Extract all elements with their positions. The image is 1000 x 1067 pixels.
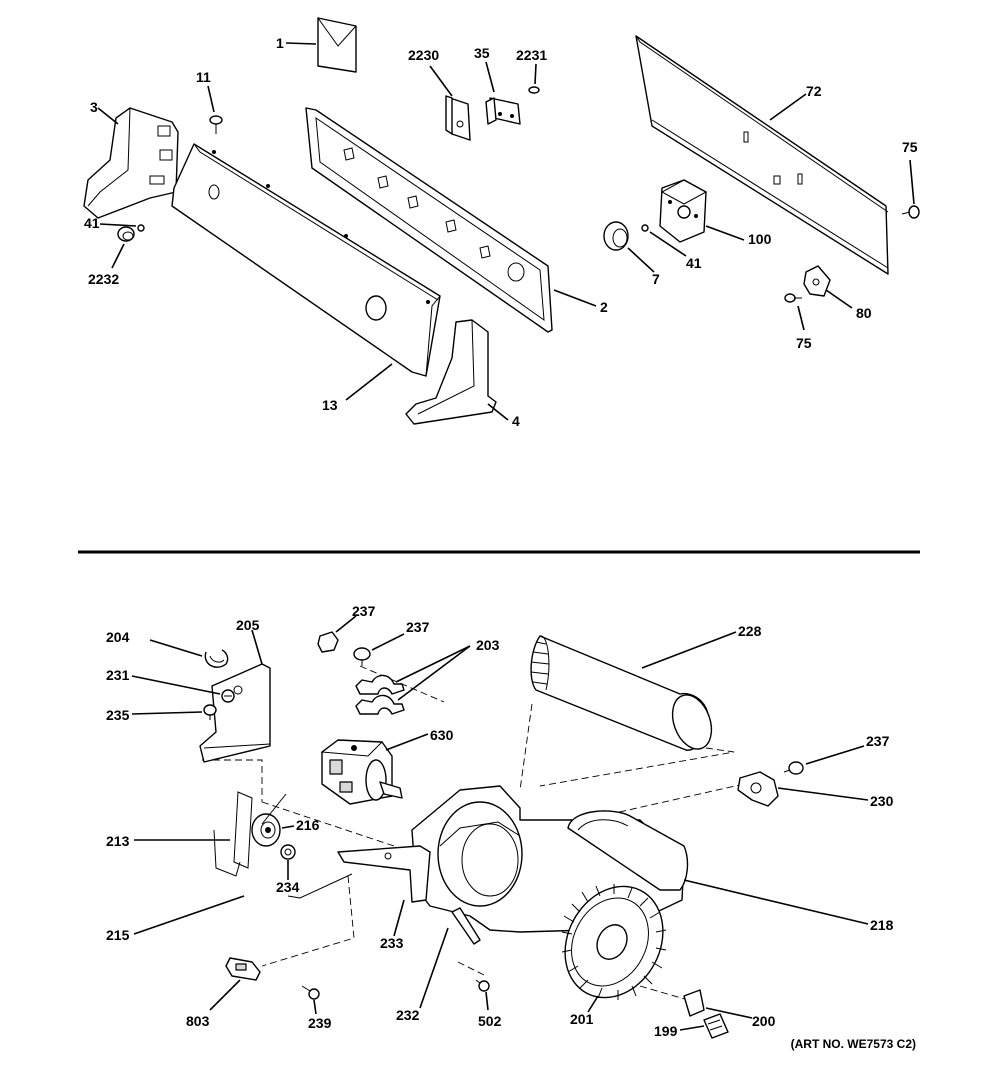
callout-75-lower: 75 xyxy=(796,335,812,351)
part-237-screw-b xyxy=(353,633,405,666)
callout-218: 218 xyxy=(870,917,894,933)
callout-239: 239 xyxy=(308,1015,332,1031)
part-203-leaders xyxy=(395,645,471,701)
part-233-mounting-plate xyxy=(337,845,431,937)
part-100-timer xyxy=(659,179,745,243)
part-803-switch xyxy=(209,957,261,1011)
callout-204: 204 xyxy=(106,629,130,645)
part-75-screw-lower xyxy=(784,293,805,331)
part-232-bolt xyxy=(419,907,481,1009)
callout-72: 72 xyxy=(806,83,822,99)
callout-203: 203 xyxy=(476,637,500,653)
callout-2231: 2231 xyxy=(516,47,547,63)
callout-630: 630 xyxy=(430,727,454,743)
part-204-clip xyxy=(149,639,229,668)
callout-228: 228 xyxy=(738,623,762,639)
callout-233: 233 xyxy=(380,935,404,951)
part-216-idler-pulley xyxy=(251,813,295,847)
part-41-nut-right xyxy=(641,224,687,257)
callout-11: 11 xyxy=(196,69,211,85)
part-230-thermostat xyxy=(737,771,869,807)
part-231-screw xyxy=(131,675,235,703)
callout-216: 216 xyxy=(296,817,320,833)
callout-7: 7 xyxy=(652,271,660,287)
callout-13: 13 xyxy=(322,397,338,413)
part-2231-screw xyxy=(528,63,540,94)
part-239-screw xyxy=(301,985,320,1015)
part-199-bolt xyxy=(679,1013,729,1039)
callout-1: 1 xyxy=(276,35,284,51)
part-215-rod xyxy=(133,873,353,935)
part-80-bracket xyxy=(803,265,853,309)
callout-237-a: 237 xyxy=(352,603,376,619)
part-3-end-cap-left xyxy=(83,107,179,219)
callout-41-right: 41 xyxy=(686,255,702,271)
callout-200: 200 xyxy=(752,1013,776,1029)
callout-35: 35 xyxy=(474,45,490,61)
callout-2230: 2230 xyxy=(408,47,439,63)
part-11-screw xyxy=(207,85,223,134)
callout-80: 80 xyxy=(856,305,872,321)
part-205-bracket xyxy=(199,629,271,763)
part-203-strap-upper xyxy=(355,674,405,695)
part-200-clamp xyxy=(683,989,753,1019)
part-203-strap-lower xyxy=(355,694,405,715)
callout-215: 215 xyxy=(106,927,130,943)
part-75-screw-upper xyxy=(901,159,920,219)
part-35-bracket xyxy=(485,61,521,125)
callout-199: 199 xyxy=(654,1023,678,1039)
callout-803: 803 xyxy=(186,1013,210,1029)
callout-213: 213 xyxy=(106,833,130,849)
callout-2232: 2232 xyxy=(88,271,119,287)
art-number: (ART NO. WE7573 C2) xyxy=(791,1037,916,1051)
part-630-motor xyxy=(320,733,429,805)
callout-237-b: 237 xyxy=(406,619,430,635)
callout-41-left: 41 xyxy=(84,215,100,231)
part-237-screw-c xyxy=(783,745,865,775)
callout-2: 2 xyxy=(600,299,608,315)
part-201-blower-wheel xyxy=(561,884,667,1013)
part-41-nut-left xyxy=(99,223,145,232)
callout-231: 231 xyxy=(106,667,130,683)
callout-100: 100 xyxy=(748,231,772,247)
part-1-envelope xyxy=(285,17,357,73)
callout-4: 4 xyxy=(512,413,520,429)
callout-230: 230 xyxy=(870,793,894,809)
callout-201: 201 xyxy=(570,1011,594,1027)
part-235-screw xyxy=(131,704,217,720)
part-502-screw xyxy=(475,979,490,1011)
part-2230-bracket xyxy=(429,65,471,141)
part-4-end-cap-right xyxy=(405,319,509,425)
part-7-knob xyxy=(603,221,655,273)
part-72-rear-panel xyxy=(635,35,889,275)
part-237-screw-a xyxy=(317,615,357,653)
callout-234: 234 xyxy=(276,879,300,895)
part-228-duct xyxy=(530,631,737,751)
callout-237-c: 237 xyxy=(866,733,890,749)
callout-232: 232 xyxy=(396,1007,420,1023)
part-2232-plug xyxy=(111,226,135,269)
part-13-control-panel-cover xyxy=(171,143,441,401)
callout-75-upper: 75 xyxy=(902,139,918,155)
callout-502: 502 xyxy=(478,1013,502,1029)
assembly-lines xyxy=(202,665,745,1001)
callout-235: 235 xyxy=(106,707,130,723)
callout-205: 205 xyxy=(236,617,260,633)
part-2-console-frame xyxy=(305,107,597,333)
callout-labels: 1 2230 35 2231 72 11 3 75 41 2232 100 41… xyxy=(84,35,918,1051)
callout-3: 3 xyxy=(90,99,98,115)
part-213-drive-belt xyxy=(134,791,287,877)
part-234-nut xyxy=(280,844,296,880)
